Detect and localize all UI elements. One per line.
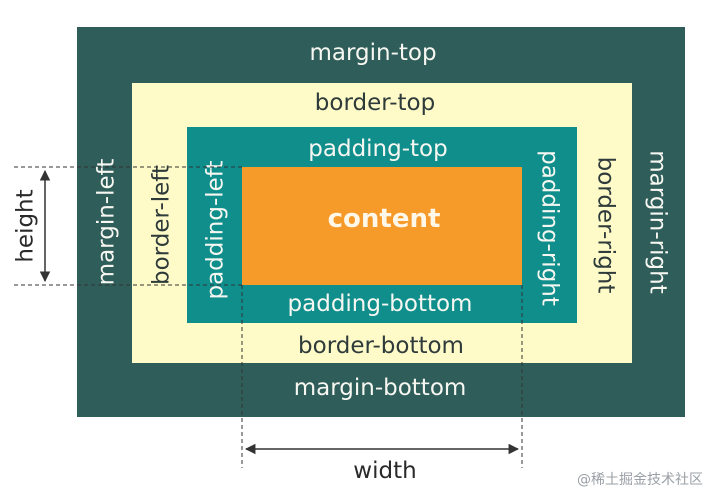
watermark: @稀土掘金技术社区 (577, 472, 703, 488)
border-top-label: border-top (314, 90, 436, 116)
padding-top-label: padding-top (308, 136, 448, 162)
width-label: width (353, 458, 417, 484)
margin-top-label: margin-top (309, 40, 437, 66)
content-label: content (327, 204, 441, 234)
content-area (242, 167, 522, 285)
height-label: height (12, 189, 39, 263)
margin-bottom-label: margin-bottom (293, 375, 467, 401)
border-bottom-label: border-bottom (298, 333, 464, 359)
padding-bottom-label: padding-bottom (287, 291, 473, 317)
